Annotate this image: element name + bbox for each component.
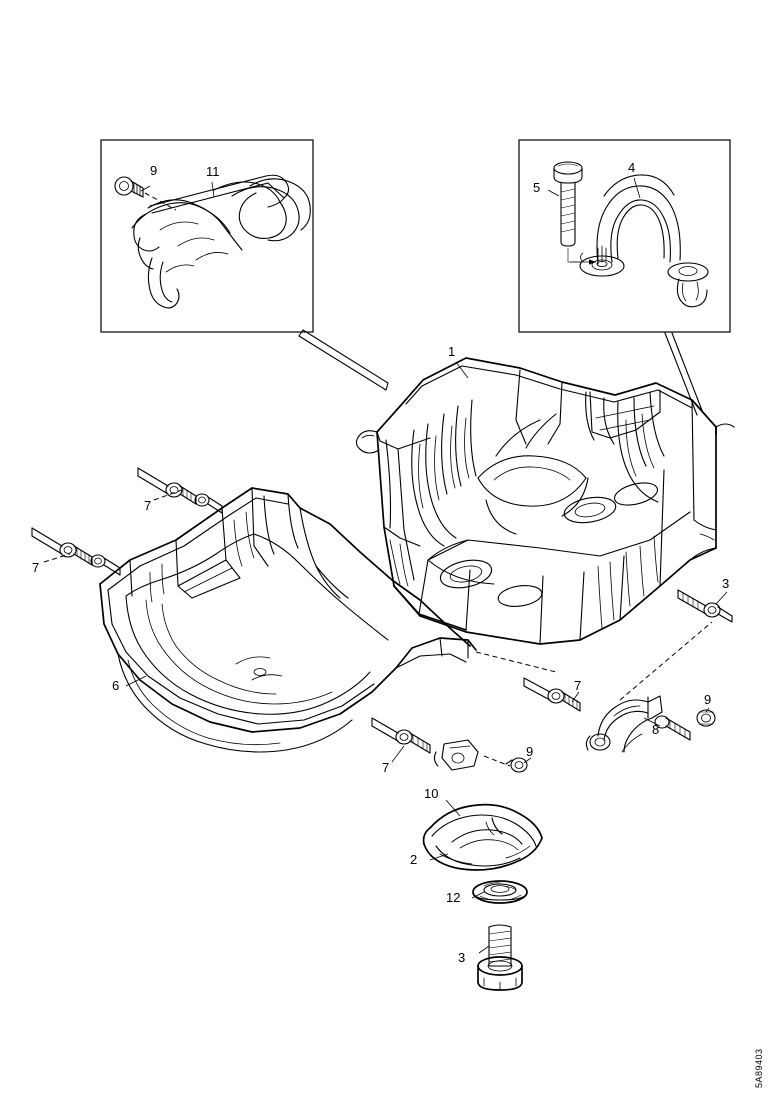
crankcase-housing-drawing [355,357,735,645]
callout-10: 10 [424,786,438,801]
callout-3-drain-bolt: 3 [458,950,465,965]
callout-9-inset-left: 9 [150,163,157,178]
callout-2: 2 [410,852,417,867]
oil-pan-drawing [99,487,477,753]
svg-text:5A89403: 5A89403 [754,1048,764,1088]
nut-center [505,757,528,773]
inset-left-fastener-9 [114,176,144,198]
inset-left-box [100,139,314,333]
callout-7-center: 7 [382,760,389,775]
inset-right-dimension-arrow [567,247,596,265]
callout-3-right-upper: 3 [722,576,729,591]
callout-4-inset-right: 4 [628,160,635,175]
bracket-center [433,739,479,771]
bolt-set-left [31,527,121,576]
callout-7-right: 7 [574,678,581,693]
nut-right [696,709,716,727]
callout-5-inset-right: 5 [533,180,540,195]
sheet-id: 5A89403 [754,1048,764,1088]
drain-bolt-drawing [477,924,523,991]
inset-right-bracket-4 [579,174,709,308]
bolt-right-upper [677,589,733,623]
inset-right-bolt-5 [553,161,583,247]
callout-1: 1 [448,344,455,359]
baffle-plate-drawing [422,803,543,871]
bolt-set-center [371,717,431,754]
callout-11-inset-left: 11 [206,164,220,179]
callout-6: 6 [112,678,119,693]
bolt-into-bracket-right [654,715,691,741]
intake-manifold-drawing: 9 11 [114,163,311,309]
inset-leader-lines [298,329,704,416]
sealing-washer-drawing [472,880,528,904]
callout-9-center: 9 [526,744,533,759]
inset-right-box [518,139,731,333]
bolt-set-right [523,677,581,712]
callout-9-right: 9 [704,692,711,707]
assembly-axis-right [619,621,713,701]
bracket-right-drawing [585,695,663,753]
callout-7-left: 7 [32,560,39,575]
callout-12: 12 [446,890,460,905]
callout-7-upper-left: 7 [144,498,151,513]
callout-8: 8 [652,722,659,737]
